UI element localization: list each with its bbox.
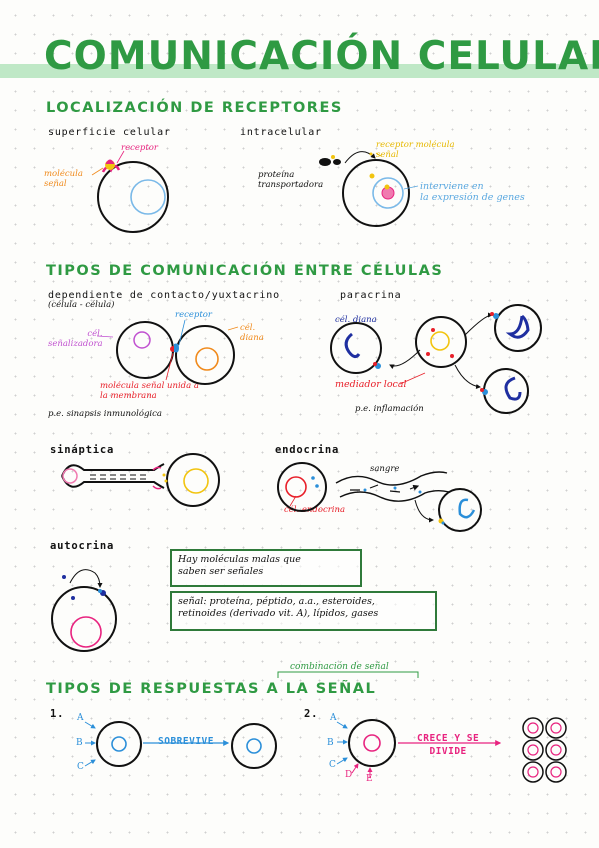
case1-action: SOBREVIVE xyxy=(156,736,216,747)
cell-sinaptica xyxy=(61,453,220,507)
cell-autocrina xyxy=(51,569,117,652)
case2-number: 2. xyxy=(304,708,319,720)
heading-localizacion: LOCALIZACIÓN DE RECEPTORES xyxy=(46,100,343,116)
label-sangre: sangre xyxy=(370,464,400,474)
case1-signal-c: C xyxy=(77,762,84,772)
cell-paracrina xyxy=(330,304,542,414)
label-cel-endocrina: cél. endocrina xyxy=(284,505,346,515)
label-sinaptica: sináptica xyxy=(50,444,115,456)
label-autocrina: autocrina xyxy=(50,540,115,552)
label-receptor-contacto: receptor xyxy=(175,310,212,320)
cell-superficie xyxy=(91,150,169,233)
annotation-brace xyxy=(277,671,419,678)
case1-signal-b: B xyxy=(76,738,83,748)
label-ejemplo-inflamacion: p.e. inflamación xyxy=(355,404,424,414)
title-highlight xyxy=(0,64,599,78)
label-ejemplo-sinapsis: p.e. sinapsis inmunológica xyxy=(48,409,162,419)
case2-signal-b: B xyxy=(327,738,334,748)
case2-signal-a: A xyxy=(330,713,337,723)
case2-signal-e: E xyxy=(366,774,373,784)
label-receptor: receptor xyxy=(121,143,158,153)
cell-intracelular xyxy=(319,151,419,227)
case2-action: CRECE Y SE DIVIDE xyxy=(417,733,480,757)
label-intracelular: intracelular xyxy=(240,127,322,138)
note-moleculas: Hay moléculas malas que saben ser señale… xyxy=(170,549,362,587)
label-expresion-genes: interviene en la expresión de genes xyxy=(420,181,525,203)
case1-signal-a: A xyxy=(77,713,84,723)
heading-tipos-respuestas: TIPOS DE RESPUESTAS A LA SEÑAL xyxy=(46,681,377,697)
annotation-combinacion: combinación de señal xyxy=(290,662,389,672)
case2-diagram xyxy=(336,717,567,783)
case1-diagram xyxy=(84,721,277,769)
page-title: COMUNICACIÓN CELULAR xyxy=(44,34,599,79)
label-proteina-transportadora: proteína transportadora xyxy=(258,170,324,190)
case2-signal-c: C xyxy=(329,760,336,770)
label-paracrina: paracrina xyxy=(340,290,402,301)
label-molecula-unida: molécula señal unida a la membrana xyxy=(100,381,199,401)
case2-signal-d: D xyxy=(345,770,353,780)
label-celula-celula: (célula - célula) xyxy=(48,300,115,310)
cell-contacto xyxy=(96,319,239,385)
cell-endocrina xyxy=(277,462,482,532)
label-cel-diana: cél. diana xyxy=(240,323,264,343)
label-dependiente-contacto: dependiente de contacto/yuxtacrino xyxy=(48,290,280,301)
note-senal-tipos: señal: proteína, péptido, a.a., esteroid… xyxy=(170,591,437,631)
heading-tipos-comunicacion: TIPOS DE COMUNICACIÓN ENTRE CÉLULAS xyxy=(46,263,444,279)
divided-cells xyxy=(522,717,567,783)
label-endocrina: endocrina xyxy=(275,444,340,456)
case1-number: 1. xyxy=(50,708,65,720)
label-molecula-senal: molécula señal xyxy=(44,169,83,189)
label-receptor-molecula-senal: receptor molécula señal xyxy=(376,140,455,160)
label-cel-senalizadora: cél. señalizadora xyxy=(48,329,103,349)
label-superficie-celular: superficie celular xyxy=(48,127,171,138)
label-cel-diana-paracrina: cél. diana xyxy=(335,315,377,325)
label-mediador-local: mediador local xyxy=(335,379,407,390)
